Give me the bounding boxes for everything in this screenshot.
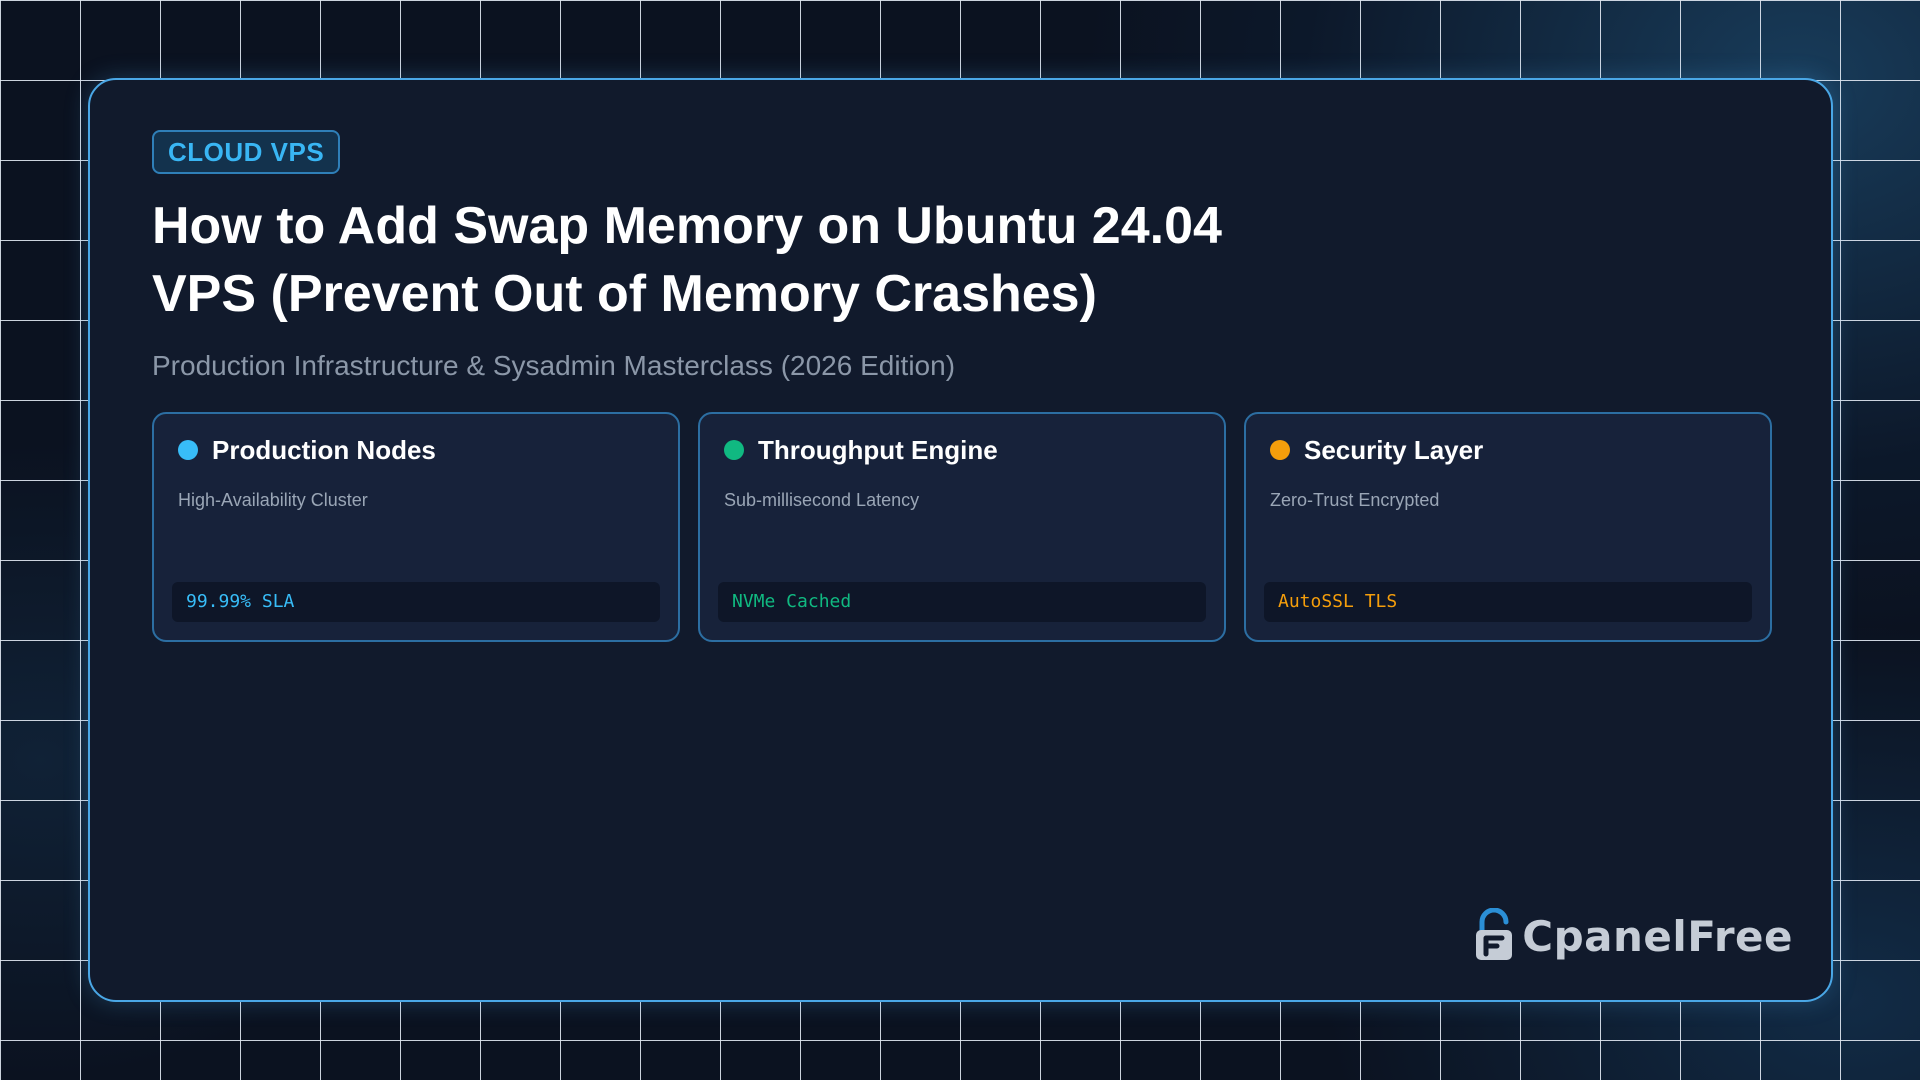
feature-card-production-nodes: Production Nodes High-Availability Clust… [152, 412, 680, 642]
feature-code-tag: 99.99% SLA [172, 582, 660, 622]
page-title: How to Add Swap Memory on Ubuntu 24.04 V… [152, 197, 1222, 323]
feature-cards: Production Nodes High-Availability Clust… [152, 412, 1772, 642]
feature-header: Throughput Engine [724, 432, 998, 468]
feature-description: High-Availability Cluster [178, 490, 368, 510]
feature-title: Throughput Engine [758, 435, 998, 465]
status-dot-icon [724, 440, 744, 460]
brand-name: CpanelFree [1522, 911, 1793, 961]
brand-logo: CpanelFree [1472, 908, 1793, 964]
status-dot-icon [1270, 440, 1290, 460]
feature-header: Security Layer [1270, 432, 1483, 468]
feature-card-security-layer: Security Layer Zero-Trust Encrypted Auto… [1244, 412, 1772, 642]
feature-code-tag: AutoSSL TLS [1264, 582, 1752, 622]
feature-code-tag: NVMe Cached [718, 582, 1206, 622]
hero-card: CLOUD VPS How to Add Swap Memory on Ubun… [88, 78, 1833, 1002]
feature-description: Sub-millisecond Latency [724, 490, 920, 510]
padlock-logo-icon [1476, 908, 1513, 960]
feature-title: Production Nodes [212, 435, 436, 465]
page-subtitle: Production Infrastructure & Sysadmin Mas… [152, 350, 956, 381]
feature-title: Security Layer [1304, 435, 1484, 465]
feature-header: Production Nodes [178, 432, 436, 468]
category-badge: CLOUD VPS [152, 130, 341, 174]
feature-description: Zero-Trust Encrypted [1270, 490, 1440, 510]
feature-card-throughput-engine: Throughput Engine Sub-millisecond Latenc… [698, 412, 1226, 642]
status-dot-icon [178, 440, 198, 460]
